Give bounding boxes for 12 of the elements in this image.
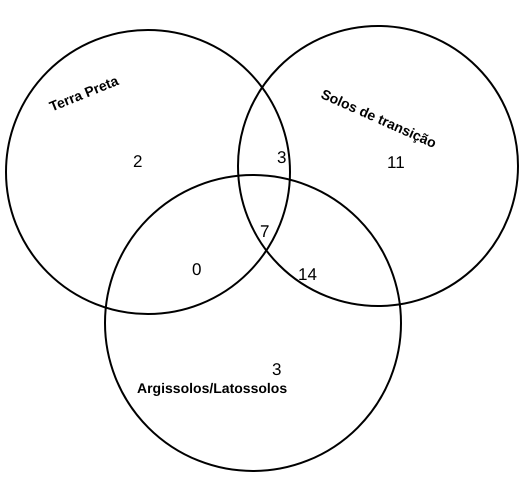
region-count: 0	[192, 260, 202, 280]
region-count: 3	[277, 148, 286, 168]
region-count: 11	[387, 153, 405, 173]
region-count: 7	[260, 222, 270, 242]
region-count: 2	[133, 152, 142, 172]
set-circle	[104, 174, 402, 472]
region-count: 3	[272, 360, 282, 380]
set-circle	[5, 29, 291, 315]
set-label: Terra Preta	[47, 72, 121, 114]
set-circle	[237, 25, 519, 307]
region-count: 14	[298, 265, 317, 285]
set-label: Argissolos/Latossolos	[137, 380, 288, 396]
